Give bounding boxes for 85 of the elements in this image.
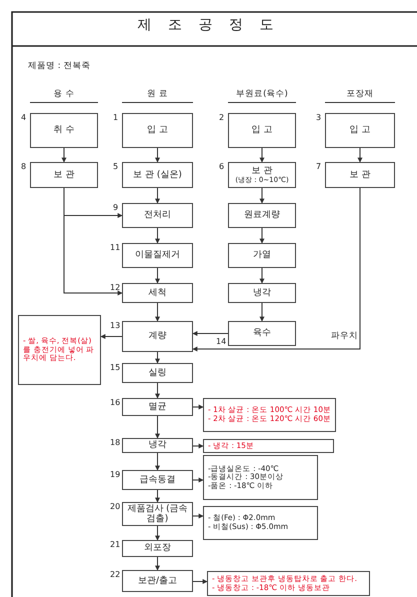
arrow (155, 416, 160, 439)
step-number: 12 (110, 283, 120, 292)
process-box: 입 고 (122, 113, 193, 148)
process-box: 멸균 (122, 398, 193, 416)
note-box (203, 398, 336, 432)
arrow (260, 228, 264, 244)
step-number: 8 (21, 162, 26, 171)
arrow (155, 452, 160, 471)
step-number: 16 (110, 398, 120, 407)
process-box: 세척 (122, 283, 193, 303)
arrow (155, 268, 160, 284)
step-number: 1 (113, 113, 118, 122)
note-box (203, 506, 318, 540)
process-box: 계량 (122, 321, 193, 352)
process-box: 외포장 (122, 540, 193, 557)
arrow (192, 478, 204, 482)
note-box (18, 315, 101, 385)
arrow (260, 268, 264, 284)
process-box: 냉각 (122, 438, 193, 453)
step-number: 20 (110, 502, 120, 511)
process-box: 전처리 (122, 203, 193, 228)
step-number: 21 (110, 540, 120, 549)
product-name: 제품명 : 전복죽 (28, 60, 90, 72)
arrow (260, 148, 264, 163)
arrow (100, 334, 122, 339)
step-number: 5 (113, 162, 118, 171)
step-number: 18 (110, 438, 120, 447)
column-header: 용 수 (30, 88, 98, 103)
arrow (155, 490, 160, 503)
step-number: 9 (113, 203, 118, 212)
arrow (192, 444, 204, 448)
step-number: 19 (110, 470, 120, 479)
note-box (207, 571, 370, 596)
process-box: 냉각 (228, 283, 296, 303)
process-label: 보 관 (252, 166, 272, 176)
process-box: 육수 (228, 321, 296, 346)
column-header: 포장재 (325, 88, 395, 103)
process-box: 보 관 (실온) (122, 162, 193, 188)
edge-label: 파우치 (330, 330, 359, 342)
step-number: 22 (110, 570, 120, 579)
arrow (192, 331, 228, 336)
step-number: 14 (216, 336, 226, 346)
step-number: 3 (316, 113, 322, 122)
note-box (203, 439, 334, 453)
arrow (62, 148, 66, 163)
arrow (64, 188, 123, 296)
process-box: 보관/출고 (122, 570, 193, 592)
arrow (155, 188, 160, 204)
process-box: 원료계량 (228, 203, 296, 228)
process-box: 보 관 (30, 162, 98, 188)
step-number: 13 (110, 321, 120, 330)
arrow (155, 382, 160, 399)
column-header: 부원료(육수) (228, 88, 296, 103)
process-box: 실링 (122, 363, 193, 383)
arrow (155, 302, 160, 322)
arrow (155, 526, 160, 541)
arrow (358, 148, 362, 163)
process-box: 취 수 (30, 113, 98, 148)
arrow (155, 228, 160, 244)
column-header: 원 료 (122, 88, 193, 103)
process-box: 입 고 (325, 113, 395, 148)
process-box: 이물질제거 (122, 243, 193, 268)
step-number: 15 (110, 363, 120, 372)
arrow (260, 302, 264, 322)
arrow (192, 579, 208, 584)
process-box: 급속동결 (122, 470, 193, 490)
step-number: 11 (110, 243, 120, 252)
arrow (155, 352, 160, 364)
arrow (192, 188, 360, 352)
step-number: 2 (219, 113, 224, 122)
step-number: 6 (219, 162, 224, 171)
arrow (260, 188, 264, 204)
step-number: 4 (21, 113, 26, 122)
arrow (155, 148, 160, 163)
arrow (155, 556, 160, 571)
process-box: 제품검사 (금속검출) (122, 502, 193, 526)
process-box: 가열 (228, 243, 296, 268)
title: 제 조 공 정 도 (136, 16, 280, 34)
note-box (203, 455, 318, 500)
step-number: 7 (316, 162, 322, 171)
process-box: 입 고 (228, 113, 296, 148)
process-box: 보 관 (325, 162, 395, 188)
process-box (228, 162, 296, 188)
arrow (192, 404, 204, 410)
arrow (192, 514, 204, 518)
